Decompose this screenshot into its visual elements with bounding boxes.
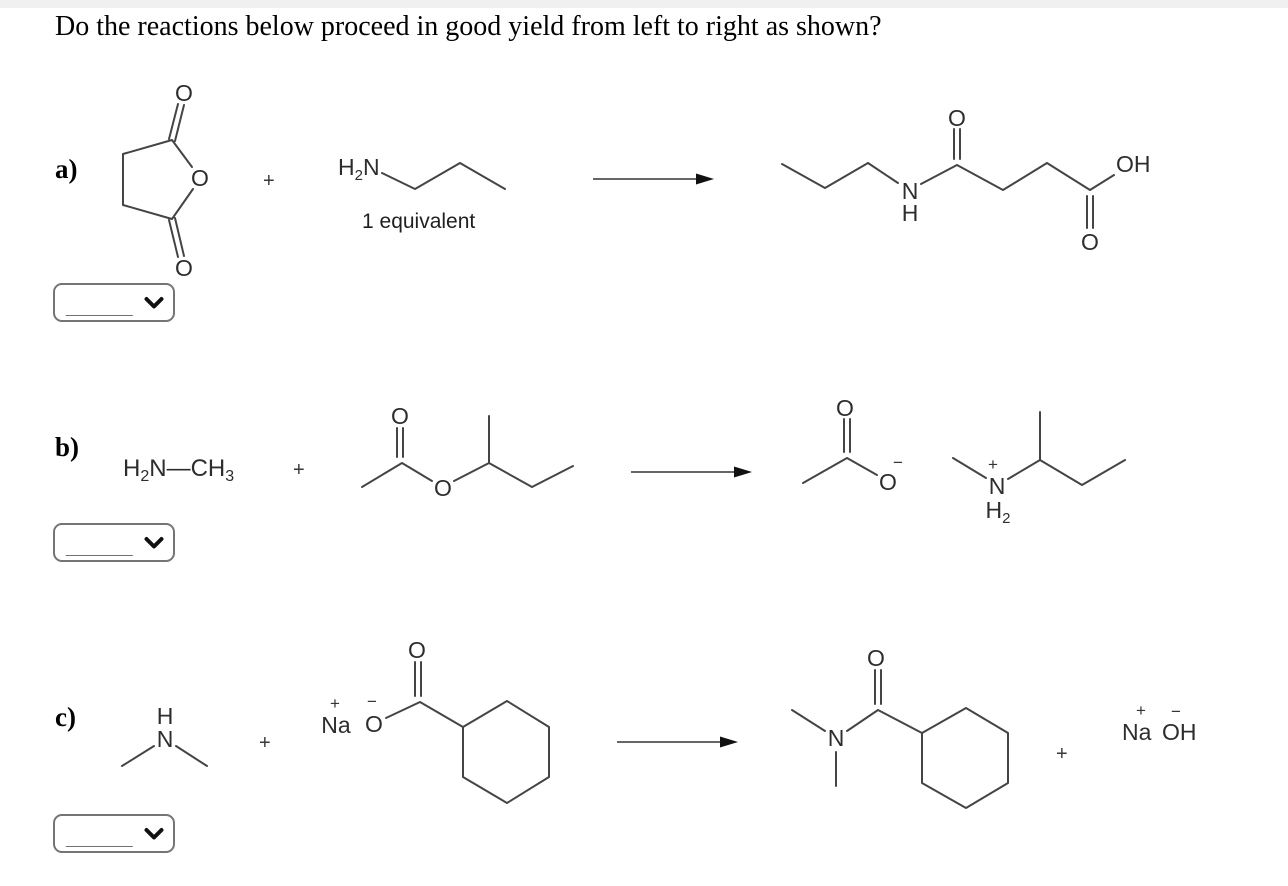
atom-hydrogen-label: H	[123, 455, 141, 482]
bonds	[952, 411, 1126, 486]
plus-charge: +	[988, 455, 998, 474]
reaction-a-label: a)	[55, 154, 78, 184]
bonds	[802, 418, 878, 484]
atom-carbon-label: CH	[190, 455, 226, 482]
reaction-b-label: b)	[55, 432, 80, 462]
atom-oxygen-label: O	[391, 403, 409, 429]
dropdown-blank-value: ________	[66, 541, 133, 558]
subscript: 2	[140, 468, 150, 485]
atom-sodium-label: Na	[1122, 719, 1152, 745]
methylamine-formula: H2N—CH3	[123, 455, 234, 486]
atom-hydroxyl-label: OH	[1116, 151, 1151, 177]
atom-oxygen-label: O	[175, 80, 193, 106]
reaction-c-label: c)	[55, 702, 76, 732]
bond-dash: —	[166, 455, 191, 482]
atom-oxygen-label: O	[948, 105, 966, 131]
atom-nitrogen-label: N	[828, 725, 845, 751]
answer-dropdown-b[interactable]: ________	[53, 523, 175, 562]
dropdown-blank-value: ________	[66, 832, 133, 849]
plus-sign: +	[1056, 743, 1068, 765]
atom-hydrogen-label: H	[157, 703, 174, 729]
atom-oxygen-label: O	[191, 165, 209, 191]
structure-ammonium-ion: + N H2	[952, 411, 1126, 527]
chevron-down-icon	[144, 297, 164, 309]
atom-oxygen-label: O	[175, 255, 193, 281]
bonds	[385, 661, 550, 804]
atom-h2-label: H2	[986, 497, 1011, 527]
atom-oxygen-label: O	[434, 475, 452, 501]
bonds	[361, 415, 574, 488]
bonds	[121, 745, 208, 767]
atom-nitrogen-label: N	[989, 473, 1006, 499]
structure-secbutyl-acetate: O O	[361, 403, 574, 501]
minus-charge: −	[367, 692, 377, 711]
answer-dropdown-c[interactable]: ________	[53, 814, 175, 853]
reaction-arrow-c	[617, 736, 738, 748]
subscript: 3	[225, 468, 235, 485]
cyclohexane-ring	[462, 700, 550, 804]
atom-sodium-label: Na	[321, 712, 351, 738]
chevron-down-icon	[144, 537, 164, 549]
atom-hydroxyl-label: OH	[1162, 719, 1197, 745]
structure-acetate-anion: O O −	[802, 395, 903, 495]
atom-nitrogen-label: N	[149, 455, 167, 482]
atom-oxygen-label: O	[1081, 229, 1099, 255]
page-title: Do the reactions below proceed in good y…	[55, 11, 882, 42]
atom-oxygen-label: O	[879, 469, 897, 495]
plus-sign: +	[293, 459, 305, 481]
atom-nitrogen-label: N	[902, 178, 919, 204]
bonds	[791, 669, 1009, 809]
atom-hydrogen-label: H	[902, 200, 919, 226]
atom-oxygen-label: O	[408, 637, 426, 663]
plus-sign: +	[263, 170, 275, 192]
structure-amide-acid-product: O N H O OH	[781, 105, 1151, 255]
sodium-hydroxide-formula: + − Na OH	[1120, 701, 1220, 755]
equivalent-note: 1 equivalent	[362, 210, 476, 233]
atom-oxygen-label: O	[836, 395, 854, 421]
atom-nitrogen-label: N	[157, 726, 174, 752]
cyclohexane-ring	[921, 707, 1009, 809]
reaction-arrow-b	[631, 466, 752, 478]
amine-h2n-label: H2N	[338, 154, 380, 184]
minus-charge: −	[1171, 702, 1181, 721]
atom-oxygen-label: O	[867, 645, 885, 671]
plus-sign: +	[259, 732, 271, 754]
plus-charge: +	[330, 694, 340, 713]
top-gray-bar	[0, 0, 1288, 8]
structure-dimethylamide-product: N O	[791, 645, 1009, 809]
reaction-arrow-a	[593, 173, 714, 185]
bonds	[781, 128, 1115, 229]
answer-dropdown-a[interactable]: ________	[53, 283, 175, 322]
structure-sodium-cyclohexanecarboxylate: + Na − O O	[321, 637, 550, 804]
bonds	[122, 103, 194, 258]
atom-oxygen-label: O	[365, 711, 383, 737]
bonds	[381, 162, 506, 190]
plus-charge: +	[1136, 701, 1146, 720]
dropdown-blank-value: ________	[66, 301, 133, 318]
structure-propylamine: H2N	[338, 154, 506, 190]
structure-dimethylamine: H N	[121, 703, 208, 767]
chevron-down-icon	[144, 828, 164, 840]
structure-succinic-anhydride: O O O	[122, 80, 209, 281]
minus-charge: −	[893, 453, 903, 472]
